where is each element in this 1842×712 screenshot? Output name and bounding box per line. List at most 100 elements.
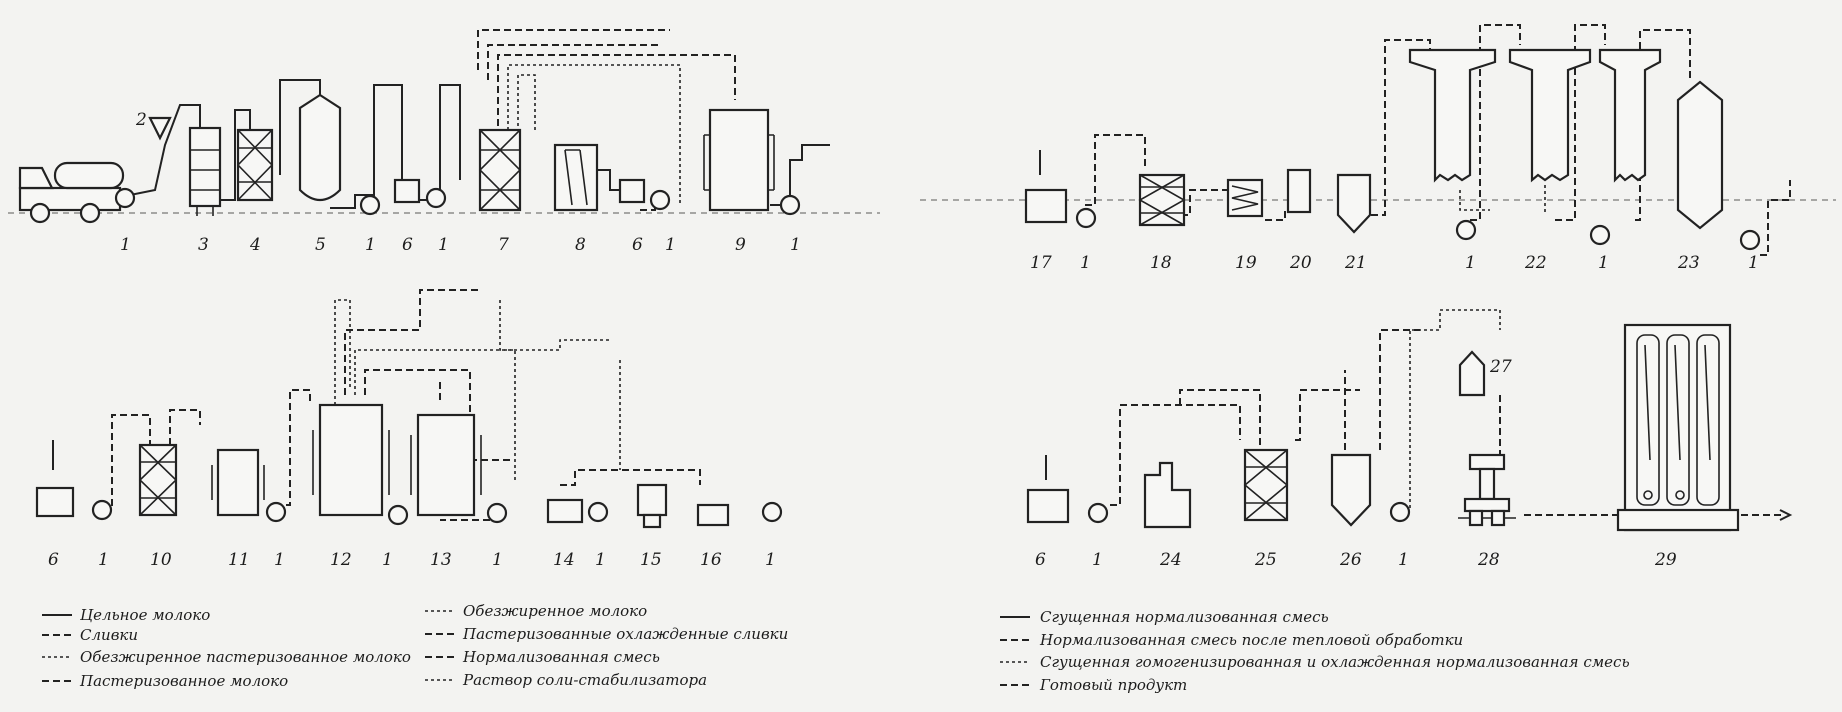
filling-machine-28 xyxy=(1458,455,1516,525)
evaporator-22 xyxy=(1410,50,1660,180)
pump-icon xyxy=(1741,231,1759,249)
label-28: 28 xyxy=(1477,550,1500,570)
legend-item-normalized-mix: Нормализованная смесь xyxy=(462,648,660,666)
label-1: 1 xyxy=(1398,550,1409,570)
pump-icon xyxy=(651,191,669,209)
sterilizer-29 xyxy=(1618,325,1738,530)
label-6: 6 xyxy=(48,550,59,570)
air-separator xyxy=(190,128,220,216)
label-6: 6 xyxy=(1035,550,1046,570)
pump-icon xyxy=(1089,504,1107,522)
diagram-top-right: 17 1 18 19 20 21 1 22 1 23 1 xyxy=(920,25,1836,273)
label-1: 1 xyxy=(382,550,393,570)
label-1: 1 xyxy=(492,550,503,570)
label-19: 19 xyxy=(1235,253,1257,273)
label-25: 25 xyxy=(1254,550,1277,570)
label-15: 15 xyxy=(640,550,662,570)
legend-item-finished-product: Готовый продукт xyxy=(1039,676,1187,694)
balance-tank-6b xyxy=(620,180,644,202)
normalization-tank-12 xyxy=(313,405,389,515)
legend-item-pasteurized-milk: Пастеризованное молоко xyxy=(79,672,288,690)
pump-icon xyxy=(1077,209,1095,227)
salt-tank-14 xyxy=(548,500,582,522)
legend-item-homogenized-mix: Сгущенная гомогенизированная и охлажденн… xyxy=(1040,653,1630,671)
label-8: 8 xyxy=(575,235,586,255)
separator-8 xyxy=(555,145,597,210)
label-29: 29 xyxy=(1654,550,1677,570)
holder-20 xyxy=(1288,170,1310,212)
legend-item-heat-treated-mix: Нормализованная смесь после тепловой обр… xyxy=(1039,631,1463,649)
mixer-15 xyxy=(638,485,666,527)
balance-tank-6d xyxy=(1028,490,1068,522)
storage-vat-9 xyxy=(704,110,774,210)
label-3: 3 xyxy=(198,235,209,255)
legend-item-cooled-cream: Пастеризованные охлажденные сливки xyxy=(462,625,788,643)
legend-item-whole-milk: Цельное молоко xyxy=(80,606,210,624)
pump-icon xyxy=(763,503,781,521)
plate-cooler-25 xyxy=(1245,450,1287,520)
label-21: 21 xyxy=(1344,253,1367,273)
label-10: 10 xyxy=(150,550,172,570)
label-4: 4 xyxy=(249,235,261,255)
label-1: 1 xyxy=(1465,253,1476,273)
label-9: 9 xyxy=(735,235,746,255)
pump-icon xyxy=(116,189,134,207)
legend-item-skim-pasteurized: Обезжиренное пастеризованное молоко xyxy=(80,648,411,666)
balance-tank-6 xyxy=(395,180,419,202)
plate-cooler-4 xyxy=(238,130,272,200)
label-11: 11 xyxy=(228,550,250,570)
storage-tank-5 xyxy=(300,95,340,200)
pump-icon xyxy=(488,504,506,522)
pump-icon xyxy=(1391,503,1409,521)
balance-tank-17 xyxy=(1026,190,1066,222)
pump-icon xyxy=(361,196,379,214)
pump-icon xyxy=(1457,221,1475,239)
pump-icon xyxy=(781,196,799,214)
tank-26 xyxy=(1332,455,1370,525)
label-20: 20 xyxy=(1289,253,1312,273)
legend-right: Сгущенная нормализованная смесь Нормализ… xyxy=(1000,608,1630,694)
homogenizer-24 xyxy=(1145,463,1190,527)
legend-item-skim-milk: Обезжиренное молоко xyxy=(463,602,647,620)
label-1: 1 xyxy=(365,235,376,255)
label-1: 1 xyxy=(1598,253,1609,273)
tank-21 xyxy=(1338,175,1370,232)
plate-cooler-10 xyxy=(140,445,176,515)
filter-icon xyxy=(150,118,170,138)
label-5: 5 xyxy=(315,235,326,255)
label-27: 27 xyxy=(1489,357,1512,377)
label-1: 1 xyxy=(120,235,131,255)
label-13: 13 xyxy=(430,550,452,570)
normalization-tank-13 xyxy=(411,415,481,515)
label-2: 2 xyxy=(135,110,147,130)
label-1: 1 xyxy=(1748,253,1759,273)
legend-item-stabilizer-solution: Раствор соли-стабилизатора xyxy=(462,671,707,689)
pump-icon xyxy=(1591,226,1609,244)
balance-tank-6c xyxy=(37,488,73,516)
label-26: 26 xyxy=(1339,550,1362,570)
plate-heater-18 xyxy=(1140,175,1184,225)
intermediate-tank-23 xyxy=(1678,82,1722,228)
label-6: 6 xyxy=(402,235,413,255)
label-1: 1 xyxy=(765,550,776,570)
label-7: 7 xyxy=(498,235,509,255)
label-17: 17 xyxy=(1030,253,1052,273)
pump-icon xyxy=(427,189,445,207)
diagram-bottom-left: 6 1 10 11 1 12 1 13 1 14 1 15 16 1 xyxy=(37,290,781,570)
label-14: 14 xyxy=(553,550,575,570)
label-24: 24 xyxy=(1159,550,1182,570)
label-12: 12 xyxy=(330,550,352,570)
label-1: 1 xyxy=(1080,253,1091,273)
pump-icon xyxy=(267,503,285,521)
diagram-bottom-right: 6 1 24 25 26 1 27 28 29 xyxy=(1028,310,1790,570)
label-18: 18 xyxy=(1150,253,1172,273)
pump-icon xyxy=(589,503,607,521)
pump-icon xyxy=(389,506,407,524)
plate-pasteurizer-7 xyxy=(480,130,520,210)
tubular-heater-19 xyxy=(1228,180,1262,216)
label-1: 1 xyxy=(274,550,285,570)
tank-16 xyxy=(698,505,728,525)
diagram-top-left: 1 2 3 4 5 1 6 1 7 8 6 1 9 1 xyxy=(8,30,880,255)
label-1: 1 xyxy=(790,235,801,255)
